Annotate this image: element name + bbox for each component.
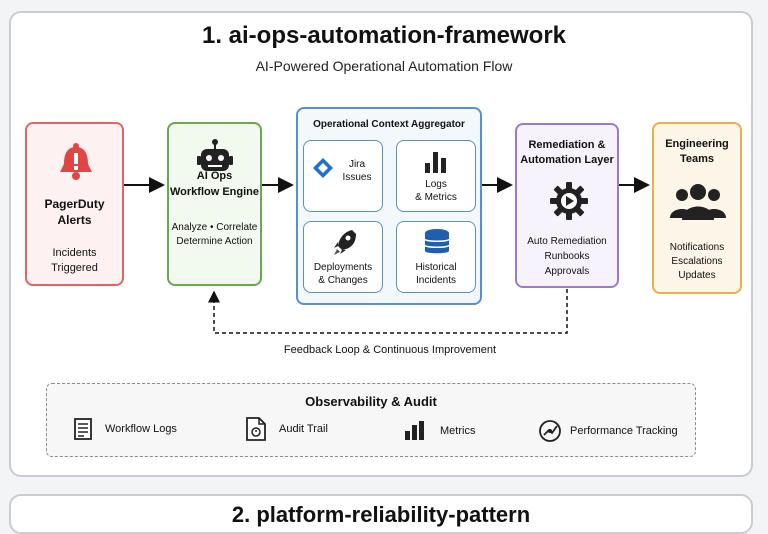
gauge-icon <box>539 420 561 442</box>
remediation-title-line2: Automation Layer <box>520 154 614 166</box>
engineering-desc-line2: Escalations <box>671 256 723 267</box>
feedback-loop-arrow <box>208 289 568 334</box>
pagerduty-title-line1: PagerDuty <box>44 197 105 211</box>
remediation-layer-node: Remediation & Automation Layer Auto Reme… <box>515 123 619 288</box>
robot-icon <box>197 139 233 171</box>
document-icon <box>74 418 92 440</box>
metrics-bar-chart-icon <box>405 421 424 440</box>
remediation-desc-line2: Runbooks <box>544 251 590 262</box>
engineering-title-line1: Engineering <box>665 138 729 150</box>
team-icon <box>670 184 726 220</box>
observability-audit-panel: Observability & Audit Workflow Logs Audi… <box>46 383 696 457</box>
remediation-desc-line1: Auto Remediation <box>527 236 607 247</box>
deployments-card: Deployments & Changes <box>303 221 383 293</box>
observability-item-audit-trail: Audit Trail <box>279 423 328 435</box>
database-icon <box>424 229 450 254</box>
diagram-title: 1. ai-ops-automation-framework <box>201 22 567 49</box>
deployments-line2: & Changes <box>318 275 368 286</box>
aggregator-title: Operational Context Aggregator <box>313 119 465 130</box>
aiops-desc-line2: Determine Action <box>176 236 253 247</box>
next-diagram-panel: 2. platform-reliability-pattern <box>9 494 753 534</box>
pagerduty-desc-line1: Incidents <box>52 247 97 259</box>
next-panel-title: 2. platform-reliability-pattern <box>231 502 531 527</box>
ai-ops-engine-node: AI Ops Workflow Engine Analyze • Correla… <box>167 122 262 286</box>
audit-file-icon <box>246 417 266 441</box>
observability-item-performance-tracking: Performance Tracking <box>570 425 678 437</box>
remediation-title-line1: Remediation & <box>528 139 606 151</box>
aiops-desc-line1: Analyze • Correlate <box>171 222 258 233</box>
aiops-title-line2: Workflow Engine <box>169 186 260 198</box>
jira-icon <box>313 158 333 178</box>
pagerduty-alerts-node: PagerDuty Alerts Incidents Triggered <box>25 122 124 286</box>
aiops-title-line1: AI Ops <box>196 170 233 182</box>
observability-item-workflow-logs: Workflow Logs <box>105 423 177 435</box>
logs-line1: Logs <box>425 179 447 190</box>
historical-incidents-card: Historical Incidents <box>396 221 476 293</box>
observability-title: Observability & Audit <box>305 394 437 409</box>
engineering-title-line2: Teams <box>679 153 715 165</box>
rocket-icon <box>334 230 356 255</box>
feedback-loop-label: Feedback Loop & Continuous Improvement <box>283 344 497 356</box>
diagram-subtitle: AI-Powered Operational Automation Flow <box>255 58 513 74</box>
bar-chart-icon <box>425 152 446 173</box>
jira-line2: Issues <box>342 172 372 183</box>
historical-line1: Historical <box>415 262 457 273</box>
jira-issues-card: Jira Issues <box>303 140 383 212</box>
gear-play-icon <box>550 182 588 220</box>
engineering-teams-node: Engineering Teams Notifications Escalati… <box>652 122 742 294</box>
bell-icon <box>60 143 92 180</box>
observability-item-metrics: Metrics <box>440 425 476 437</box>
context-aggregator-node: Operational Context Aggregator Jira Issu… <box>296 107 482 305</box>
connectors <box>124 177 650 334</box>
engineering-desc-line3: Updates <box>678 270 716 281</box>
remediation-desc-line3: Approvals <box>544 266 590 277</box>
jira-line1: Jira <box>348 159 366 170</box>
pagerduty-desc-line2: Triggered <box>51 262 98 274</box>
deployments-line1: Deployments <box>313 262 373 273</box>
pagerduty-title-line2: Alerts <box>57 213 92 227</box>
historical-line2: Incidents <box>415 275 457 286</box>
engineering-desc-line1: Notifications <box>669 242 725 253</box>
logs-line2: & Metrics <box>415 192 457 203</box>
logs-metrics-card: Logs & Metrics <box>396 140 476 212</box>
